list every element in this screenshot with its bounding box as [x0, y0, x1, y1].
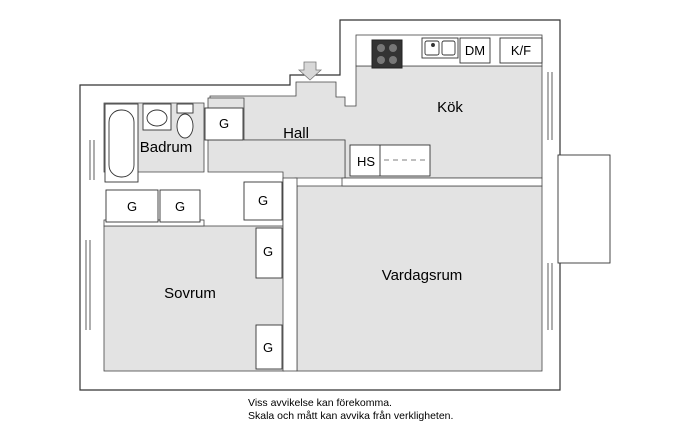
- room-label-vardagsrum: Vardagsrum: [382, 267, 463, 284]
- interior-walls: [103, 177, 543, 372]
- kitchen-sink: [421, 37, 459, 59]
- windows: [85, 72, 553, 330]
- room-label-badrum: Badrum: [140, 139, 193, 156]
- closet-hall-2: [255, 227, 283, 279]
- closet-bath-2: [159, 189, 201, 223]
- fridge-freezer: K/F: [499, 37, 543, 64]
- closet-label: G: [263, 340, 273, 355]
- bathroom-sink: [142, 103, 172, 131]
- dishwasher-label: DM: [465, 43, 485, 58]
- wall-kitchen-living: [341, 177, 543, 187]
- room-label-sovrum: Sovrum: [164, 285, 216, 302]
- closet-hall-3: [255, 324, 283, 370]
- closet-hall-1: [243, 181, 283, 221]
- fridge-freezer-label: K/F: [511, 43, 531, 58]
- dishwasher: DM: [459, 37, 491, 64]
- balcony: [557, 154, 611, 264]
- room-label-hall: Hall: [283, 125, 309, 142]
- closet-label: G: [258, 193, 268, 208]
- closet-label: G: [127, 199, 137, 214]
- stove: [371, 39, 403, 69]
- closet-bath-1: [105, 189, 159, 223]
- closet-label: G: [219, 116, 229, 131]
- disclaimer-line-2: Skala och mått kan avvika från verklighe…: [248, 410, 454, 422]
- bedroom-floor: [103, 225, 285, 372]
- hs-label: HS: [357, 154, 375, 169]
- room-label-kok: Kök: [437, 99, 463, 116]
- room-labels: Kök Hall Badrum Sovrum Vardagsrum: [140, 99, 464, 302]
- hs-shelf: HS: [349, 144, 431, 177]
- closet-label: G: [263, 244, 273, 259]
- livingroom-floor: [296, 185, 543, 372]
- bathtub: [104, 103, 139, 183]
- disclaimer-line-1: Viss avvikelse kan förekomma.: [248, 397, 392, 409]
- closets: [105, 107, 283, 370]
- wall-hall-living: [282, 177, 298, 372]
- closet-label: G: [175, 199, 185, 214]
- toilet: [176, 103, 194, 139]
- closet-hall-top: [204, 107, 244, 141]
- closet-labels: G G G G G G: [127, 116, 273, 355]
- entrance-arrow-icon: [297, 61, 323, 81]
